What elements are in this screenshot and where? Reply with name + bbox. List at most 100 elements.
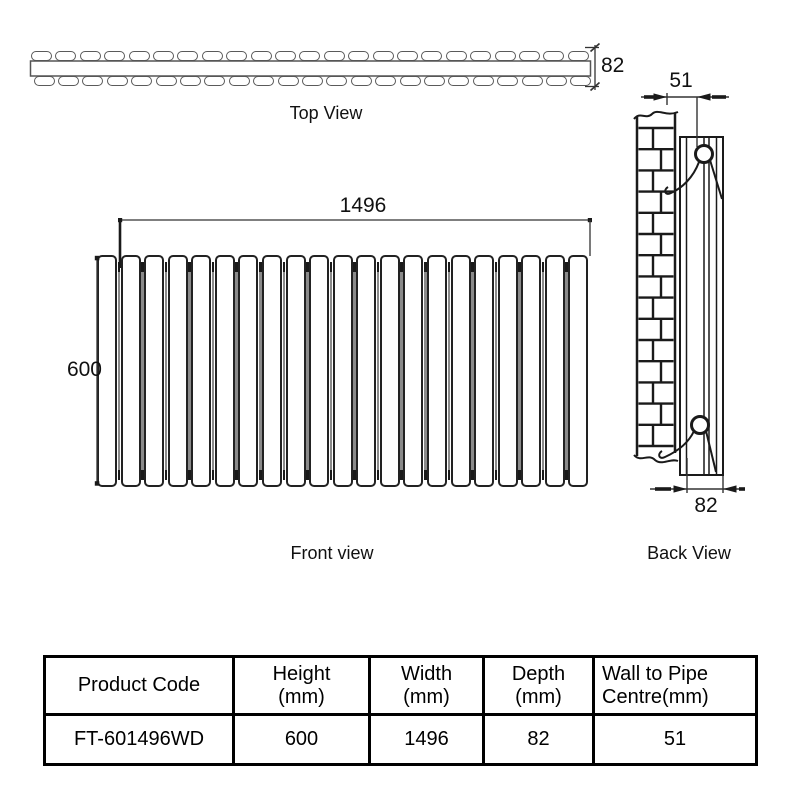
front-view-panels: [97, 255, 592, 487]
top-view-fin-oval: [253, 76, 275, 86]
panel-gap-line: [400, 262, 403, 480]
spec-table-header-row: Product Code Height (mm) Width (mm) Dept…: [43, 655, 758, 716]
top-view-fin-oval: [201, 51, 223, 61]
top-view-fin-oval: [448, 76, 470, 86]
top-view-fin-oval: [497, 76, 519, 86]
front-panel: [285, 255, 306, 487]
front-panel: [544, 255, 565, 487]
header-text: Width: [400, 663, 453, 686]
top-view-fin-oval: [567, 51, 589, 61]
front-panel: [167, 255, 188, 487]
col-header-width: Width (mm): [368, 655, 485, 716]
front-panel: [474, 255, 495, 487]
panel-gap-line: [259, 262, 262, 480]
panel-gap-line: [141, 262, 144, 480]
top-view-depth-value: 82: [601, 54, 625, 77]
header-unit: (mm): [278, 685, 325, 708]
cell-product-code: FT-601496WD: [43, 713, 235, 766]
panel-gap-line: [424, 262, 427, 480]
top-view-ovals-top-row: [31, 51, 593, 61]
front-panel: [403, 255, 424, 487]
panel-gap-line: [518, 262, 521, 480]
top-view-fin-oval: [323, 51, 345, 61]
header-unit: (mm): [403, 685, 450, 708]
front-panel: [356, 255, 377, 487]
top-view-fin-oval: [543, 51, 565, 61]
cell-height: 600: [232, 713, 371, 766]
header-unit: Centre(mm): [602, 685, 709, 708]
spec-table: Product Code Height (mm) Width (mm) Dept…: [43, 655, 758, 766]
top-view-fin-oval: [177, 51, 199, 61]
front-view-width-value: 1496: [339, 194, 387, 217]
front-panel: [332, 255, 353, 487]
top-view-fin-oval: [57, 76, 79, 86]
panel-gap-line: [494, 262, 498, 480]
top-view-fin-oval: [301, 76, 323, 86]
back-view-label: Back View: [647, 543, 731, 563]
panel-gap-line: [211, 262, 215, 480]
top-view-fin-oval: [250, 51, 272, 61]
top-view-fin-oval: [397, 51, 418, 61]
cell-depth: 82: [482, 713, 595, 766]
top-view-fin-oval: [55, 51, 77, 61]
front-panel: [427, 255, 447, 487]
top-view-fin-oval: [350, 76, 372, 86]
front-panel: [309, 255, 330, 487]
top-view-fin-oval: [375, 76, 397, 86]
front-panel: [568, 255, 589, 487]
front-panel: [521, 255, 542, 487]
back-view-depth-value: 82: [694, 494, 718, 517]
header-text: Depth: [511, 663, 566, 686]
panel-gap-line: [447, 262, 451, 480]
back-view-wall-to-pipe-value: 51: [669, 69, 693, 92]
top-view-fin-oval: [226, 51, 248, 61]
top-view-fin-oval: [228, 76, 250, 86]
panel-gap-line: [235, 262, 238, 480]
col-header-height: Height (mm): [232, 655, 371, 716]
panel-gap-line: [282, 262, 286, 480]
header-text: Product Code: [77, 674, 201, 697]
front-panel: [262, 255, 282, 487]
top-view-fin-oval: [372, 51, 394, 61]
top-view-fin-oval: [421, 51, 443, 61]
front-panel: [238, 255, 259, 487]
front-panel: [497, 255, 518, 487]
cell-wall-to-pipe: 51: [592, 713, 758, 766]
top-view-fin-oval: [82, 76, 104, 86]
top-view-fin-oval: [545, 76, 567, 86]
top-view-fin-oval: [399, 76, 421, 86]
top-view-fin-oval: [519, 51, 540, 61]
panel-gap-line: [164, 262, 168, 480]
top-view-fin-oval: [570, 76, 592, 86]
col-header-wall-to-pipe: Wall to Pipe Centre(mm): [592, 655, 758, 716]
top-view-fin-oval: [326, 76, 348, 86]
panel-gap-line: [306, 262, 309, 480]
top-view-fin-oval: [31, 51, 52, 61]
col-header-depth: Depth (mm): [482, 655, 595, 716]
top-view-label: Top View: [289, 103, 363, 123]
header-text: Wall to Pipe: [602, 663, 708, 686]
front-view-height-value: 600: [66, 358, 102, 381]
top-view-fin-oval: [470, 51, 492, 61]
top-view-ovals-bottom-row: [31, 76, 593, 86]
top-view-fin-oval: [277, 76, 299, 86]
cell-width: 1496: [368, 713, 485, 766]
top-view-fin-oval: [472, 76, 494, 86]
panel-gap-line: [353, 262, 356, 480]
top-view-fin-oval: [128, 51, 150, 61]
top-view-fin-oval: [153, 51, 174, 61]
front-panel: [97, 255, 117, 487]
top-view-fin-oval: [106, 76, 128, 86]
top-view-fin-oval: [348, 51, 370, 61]
top-view-fin-oval: [155, 76, 177, 86]
top-view-fin-oval: [104, 51, 126, 61]
top-view-fin-oval: [445, 51, 467, 61]
panel-gap-line: [565, 262, 568, 480]
front-panel: [191, 255, 212, 487]
panel-gap-line: [541, 262, 545, 480]
panel-gap-line: [117, 262, 121, 480]
top-view-fin-oval: [423, 76, 445, 86]
front-panel: [214, 255, 235, 487]
